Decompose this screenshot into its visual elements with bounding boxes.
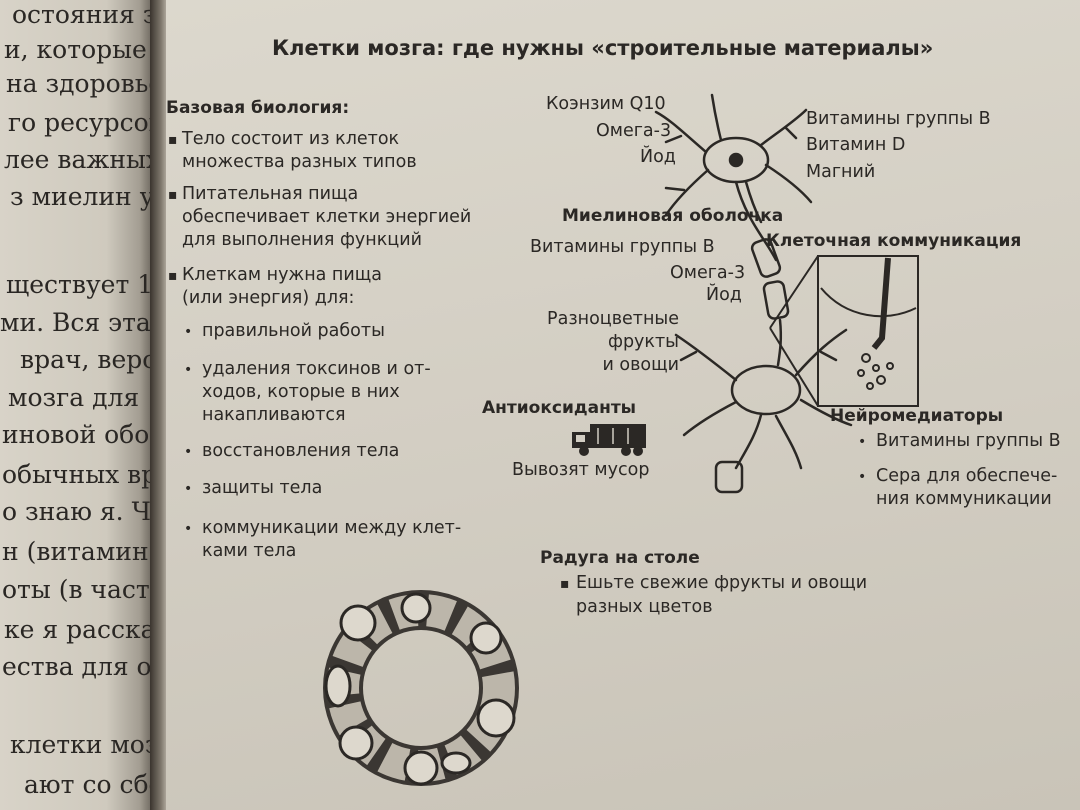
left-page-line: обычных вр xyxy=(2,460,152,489)
rainbow-heading: Радуга на столе xyxy=(540,548,700,568)
basic-biology-subitem-line: ками тела xyxy=(202,541,297,561)
left-page-line: ают со сбо xyxy=(24,770,152,799)
book-gutter xyxy=(150,0,168,810)
label-omega-3-top: Омега-3 xyxy=(596,121,672,141)
left-page-line: иновой обо xyxy=(2,420,150,449)
left-page-line: з миелин у xyxy=(10,182,152,211)
label-iodine-top: Йод xyxy=(640,147,676,167)
label-vitamins-b-top: Витамины группы B xyxy=(806,109,991,129)
basic-biology-subitem-line: коммуникации между клет- xyxy=(202,518,462,538)
antioxidants-caption: Вывозят мусор xyxy=(512,460,650,480)
neurotransmitter-item-line: Витамины группы B xyxy=(876,431,1061,451)
cell-communication-heading: Клеточная коммуникация xyxy=(766,231,1022,251)
rainbow-item-line: разных цветов xyxy=(576,597,713,617)
neuron-illustration xyxy=(654,93,853,494)
neurotransmitter-item-line: ния коммуникации xyxy=(876,489,1052,509)
left-page-line: ества для оз xyxy=(2,652,152,681)
basic-biology-item-line: (или энергия) для: xyxy=(182,288,355,308)
basic-biology-item-line: Тело состоит из клеток xyxy=(182,129,400,149)
left-page-line: врач, веро xyxy=(20,345,152,374)
left-page-line: ми. Вся эта xyxy=(0,308,151,337)
basic-biology-subitem-line: защиты тела xyxy=(202,478,323,498)
left-page-line: о знаю я. Что xyxy=(2,497,152,526)
basic-biology-item-line: Питательная пища xyxy=(182,184,359,204)
myelin-omega-3: Омега-3 xyxy=(670,263,746,283)
basic-biology-item-line: для выполнения функций xyxy=(182,230,422,250)
left-page-line: н (витамин xyxy=(2,537,149,566)
left-page-line: остояния здо xyxy=(12,0,152,29)
bullet-marker: • xyxy=(184,324,193,340)
bullet-marker: ▪ xyxy=(560,576,570,592)
myelin-vitamins-b: Витамины группы B xyxy=(530,237,715,257)
left-page-line: оты (в част xyxy=(2,575,150,604)
bullet-marker: • xyxy=(184,362,193,378)
page-title: Клетки мозга: где нужны «строительные ма… xyxy=(272,36,934,60)
label-vitamin-d: Витамин D xyxy=(806,135,906,155)
bullet-marker: ▪ xyxy=(168,187,178,203)
neurotransmitter-item-line: Сера для обеспече- xyxy=(876,466,1058,486)
bullet-marker: • xyxy=(858,434,867,450)
basic-biology-subitem-line: накапливаются xyxy=(202,405,346,425)
fruit-wreath-illustration xyxy=(323,590,519,786)
rainbow-item-line: Ешьте свежие фрукты и овощи xyxy=(576,573,868,593)
left-page-line: на здоровье xyxy=(6,69,152,98)
basic-biology-item-line: Клеткам нужна пища xyxy=(182,265,382,285)
left-page-line: го ресурсов, xyxy=(8,108,152,137)
label-magnesium: Магний xyxy=(806,162,876,182)
bullet-marker: • xyxy=(858,469,867,485)
basic-biology-heading: Базовая биология: xyxy=(166,98,350,118)
fruits-label: Разноцветные фрукты и овощи xyxy=(547,309,679,375)
basic-biology-item-line: обеспечивает клетки энергией xyxy=(182,207,472,227)
bullet-marker: ▪ xyxy=(168,132,178,148)
antioxidants-heading: Антиоксиданты xyxy=(482,398,637,418)
basic-biology-subitem-line: ходов, которые в них xyxy=(202,382,400,402)
bullet-marker: ▪ xyxy=(168,268,178,284)
left-page-line: лее важных xyxy=(4,145,152,174)
garbage-truck-icon xyxy=(572,424,646,456)
left-page-line: ществует 10 xyxy=(6,270,152,299)
myelin-heading: Миелиновая оболочка xyxy=(562,206,784,226)
label-coenzyme-q10: Коэнзим Q10 xyxy=(546,94,666,114)
neurotransmitters-heading: Нейромедиаторы xyxy=(830,406,1004,426)
basic-biology-item-line: множества разных типов xyxy=(182,152,417,172)
left-page-line: ке я расска xyxy=(4,615,152,644)
myelin-iodine: Йод xyxy=(706,285,742,305)
bullet-marker: • xyxy=(184,521,193,537)
left-page-line: мозга для xyxy=(8,383,140,412)
left-page-line: и, которые xyxy=(4,35,147,64)
basic-biology-subitem-line: восстановления тела xyxy=(202,441,400,461)
bullet-marker: • xyxy=(184,481,193,497)
left-facing-page: остояния здо и, которые на здоровье го ресу… xyxy=(0,0,152,810)
book-page: Клетки мозга: где нужны «строительные ма… xyxy=(166,0,1080,810)
basic-biology-subitem-line: удаления токсинов и от- xyxy=(202,359,431,379)
bullet-marker: • xyxy=(184,444,193,460)
left-page-line: клетки моз xyxy=(10,730,152,759)
basic-biology-subitem-line: правильной работы xyxy=(202,321,385,341)
cell-communication-diagram xyxy=(769,255,919,407)
